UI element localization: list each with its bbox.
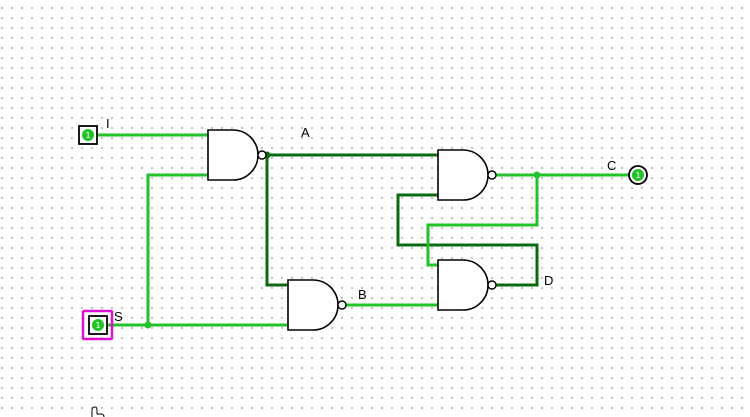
- output-pin-c-value: 1: [635, 171, 640, 180]
- junction-dot-s: [144, 321, 152, 329]
- junction-dot-c: [533, 171, 541, 179]
- nand-gate-4[interactable]: [437, 259, 497, 311]
- label-d: D: [544, 273, 553, 288]
- selection-highlight: [81, 309, 114, 341]
- hand-pointer-icon: [91, 406, 105, 417]
- input-pin-s[interactable]: 1: [81, 309, 114, 341]
- label-s: S: [114, 309, 123, 324]
- wire-s-to-gate1[interactable]: [146, 173, 210, 327]
- label-c: C: [607, 158, 616, 173]
- input-pin-i-value: 1: [85, 131, 90, 140]
- nand-gate-3[interactable]: [437, 149, 497, 201]
- wires: [96, 133, 630, 327]
- label-i: I: [106, 116, 110, 131]
- label-a: A: [301, 125, 310, 140]
- nand-gate-2[interactable]: [287, 279, 347, 331]
- input-pin-i[interactable]: 1: [78, 125, 98, 145]
- nand-gate-1[interactable]: [207, 129, 267, 181]
- wire-c-feedback[interactable]: [426, 173, 539, 267]
- label-b: B: [358, 287, 367, 302]
- output-pin-c[interactable]: 1: [628, 165, 648, 185]
- wire-a-to-gate2[interactable]: [265, 153, 290, 287]
- input-pin-s-value: 1: [95, 321, 100, 330]
- wire-d-feedback[interactable]: [396, 193, 539, 287]
